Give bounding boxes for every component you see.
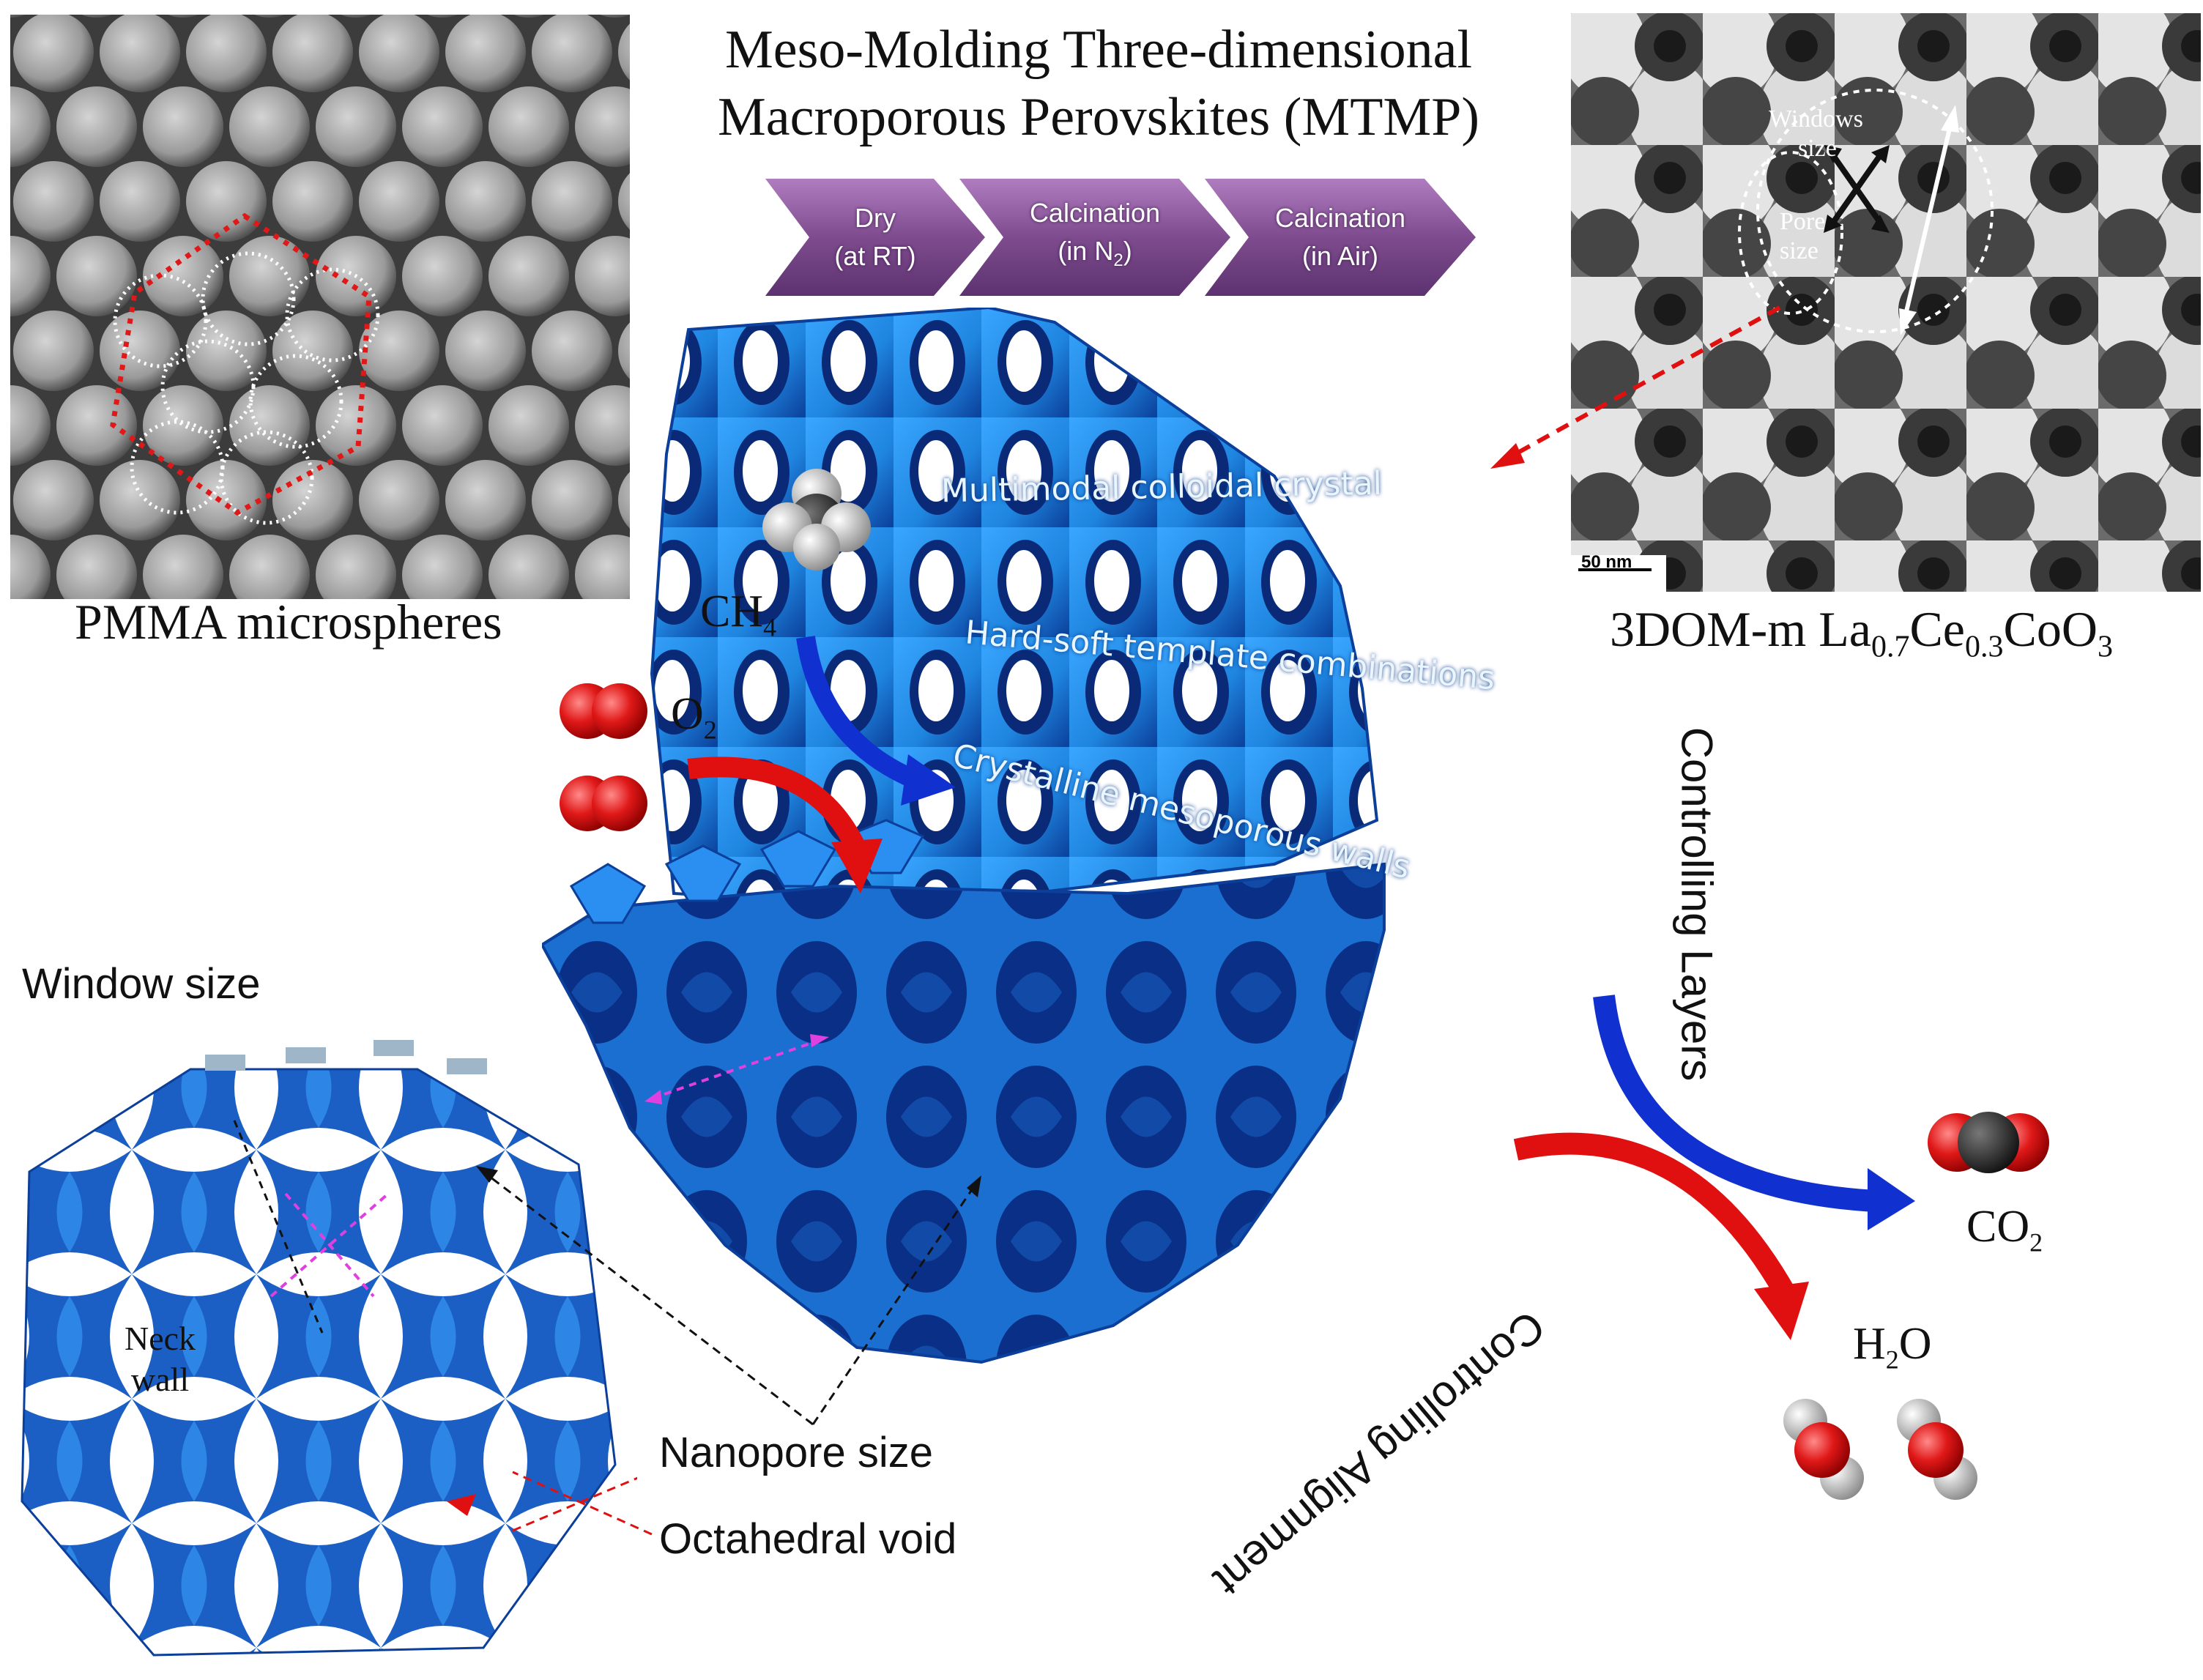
ch4-molecule-icon (762, 469, 871, 570)
step-3-line1: Calcination (1274, 203, 1406, 233)
step-2-line2: (in N2) (1058, 236, 1132, 271)
tem-pores (1571, 13, 2201, 592)
window-size-annotation: Window size (22, 960, 261, 1008)
step-3-line2: (in Air) (1301, 241, 1378, 271)
diagram-title: Meso-Molding Three-dimensional Macroporo… (696, 16, 1501, 151)
title-line-1: Meso-Molding Three-dimensional (724, 20, 1473, 80)
chevron-shape-1 (765, 179, 985, 296)
o2-molecules-icon (560, 683, 647, 831)
step-2-line1: Calcination (1029, 198, 1161, 228)
h2o-molecules-icon (1783, 1399, 1977, 1500)
h2o-label: H2O (1853, 1319, 1932, 1375)
3dom-structure (542, 308, 1386, 1364)
tem-link-arrow (1490, 305, 1781, 469)
co2-label: CO2 (1966, 1202, 2043, 1257)
o2-inflow-arrow (687, 757, 883, 893)
title-line-2: Macroporous Perovskites (MTMP) (717, 87, 1479, 147)
inverse-opal-model (21, 1040, 637, 1657)
chevron-shape-2 (959, 179, 1230, 296)
ch4-inflow-arrow (796, 636, 956, 806)
co2-molecule-icon (1928, 1112, 2049, 1173)
pmma-label: PMMA microspheres (75, 594, 502, 650)
step-1-line1: Dry (855, 203, 896, 233)
pmma-sem-image (10, 15, 630, 599)
pmma-spheres (10, 15, 630, 599)
step-dry: Dry (at RT) (765, 179, 985, 296)
chevron-shape-3 (1205, 179, 1476, 296)
co2-outflow-arrow (1593, 995, 1915, 1230)
h2o-outflow-arrow (1513, 1132, 1809, 1340)
step-calcination-air: Calcination (in Air) (1205, 179, 1476, 296)
scale-bar-label: 50 nm (1581, 552, 1632, 572)
nanopore-size-annotation: Nanopore size (659, 1429, 933, 1476)
ch4-label: CH4 (700, 587, 777, 642)
step-1-line2: (at RT) (834, 241, 916, 271)
octahedral-void-annotation: Octahedral void (659, 1515, 957, 1563)
tem-label: 3DOM-m La0.7Ce0.3CoO3 (1610, 601, 2113, 664)
nanopore-arrow (651, 1038, 821, 1100)
step-calcination-n2: Calcination (in N2) (959, 179, 1230, 296)
o2-label: O2 (671, 689, 717, 745)
